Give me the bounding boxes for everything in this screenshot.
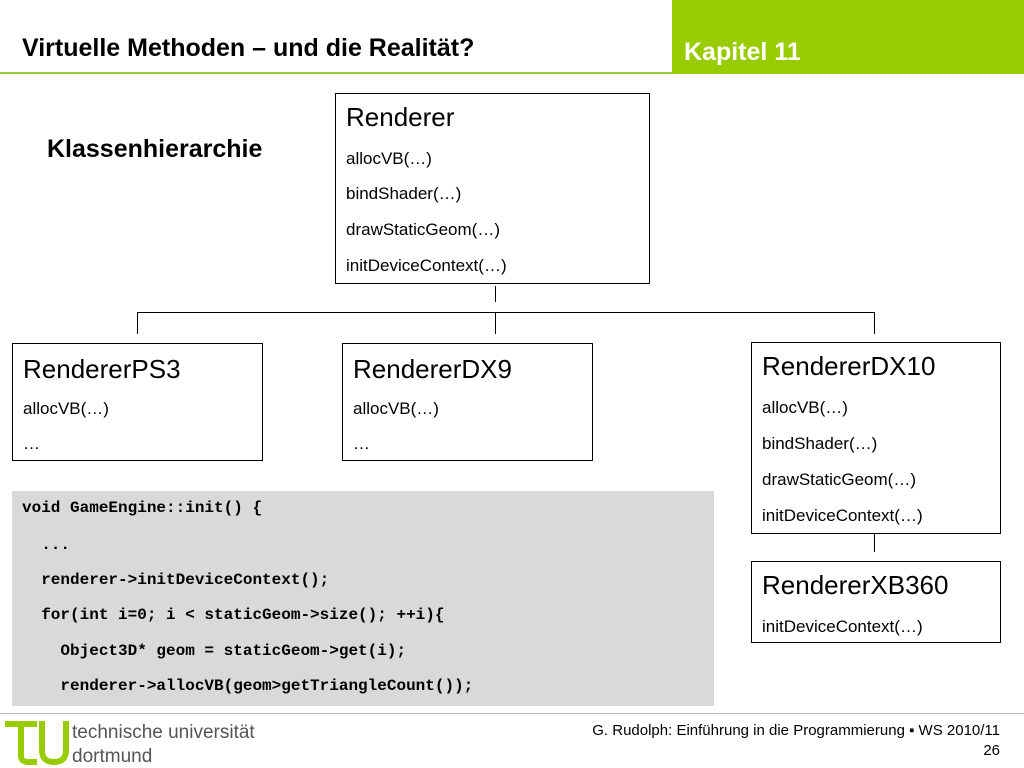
- class-name: RendererDX9: [353, 354, 512, 384]
- slide-title: Virtuelle Methoden – und die Realität?: [22, 34, 475, 62]
- connector-line: [874, 534, 875, 552]
- method-item: bindShader(…): [346, 184, 462, 203]
- code-line: renderer->allocVB(geom>getTriangleCount(…: [22, 677, 474, 695]
- class-box-rendererdx10: RendererDX10 allocVB(…) bindShader(…) dr…: [751, 342, 1001, 534]
- code-block: void GameEngine::init() { ... renderer->…: [12, 491, 714, 706]
- class-box-rendererdx9: RendererDX9 allocVB(…) …: [342, 343, 593, 461]
- code-line: for(int i=0; i < staticGeom->size(); ++i…: [22, 606, 445, 624]
- connector-line: [137, 312, 875, 313]
- page-number: 26: [983, 742, 1000, 759]
- code-line: ...: [22, 536, 71, 554]
- university-logo: technische universität dortmund: [0, 716, 300, 768]
- method-item: drawStaticGeom(…): [346, 220, 500, 239]
- class-name: RendererDX10: [762, 351, 936, 381]
- chapter-badge: Kapitel 11: [672, 0, 1024, 74]
- method-item: initDeviceContext(…): [762, 617, 923, 636]
- chapter-label: Kapitel 11: [684, 38, 801, 66]
- class-box-rendererxb360: RendererXB360 initDeviceContext(…): [751, 561, 1001, 643]
- footer-divider: [0, 713, 1024, 714]
- title-bar: Virtuelle Methoden – und die Realität?: [0, 0, 672, 72]
- university-name: technische universität: [72, 722, 255, 743]
- method-item: initDeviceContext(…): [346, 256, 507, 275]
- code-line: Object3D* geom = staticGeom->get(i);: [22, 642, 407, 660]
- footer-citation: G. Rudolph: Einführung in die Programmie…: [592, 722, 1000, 739]
- method-item: …: [353, 434, 370, 453]
- code-line: renderer->initDeviceContext();: [22, 571, 330, 589]
- class-name: RendererXB360: [762, 570, 949, 600]
- method-item: allocVB(…): [353, 399, 439, 418]
- method-item: allocVB(…): [23, 399, 109, 418]
- tu-logo-icon: [5, 721, 69, 766]
- method-item: bindShader(…): [762, 434, 878, 453]
- method-item: allocVB(…): [762, 398, 848, 417]
- class-box-rendererps3: RendererPS3 allocVB(…) …: [12, 343, 263, 461]
- connector-line: [495, 286, 496, 302]
- method-item: initDeviceContext(…): [762, 506, 923, 525]
- class-box-renderer: Renderer allocVB(…) bindShader(…) drawSt…: [335, 93, 650, 284]
- code-line: void GameEngine::init() {: [22, 499, 263, 517]
- class-name: Renderer: [346, 102, 455, 132]
- connector-line: [874, 312, 875, 334]
- connector-line: [137, 312, 138, 334]
- university-city: dortmund: [72, 746, 153, 767]
- method-item: drawStaticGeom(…): [762, 470, 916, 489]
- connector-line: [495, 312, 496, 334]
- method-item: allocVB(…): [346, 149, 432, 168]
- title-underline: [0, 72, 672, 74]
- section-heading: Klassenhierarchie: [47, 135, 263, 163]
- class-name: RendererPS3: [23, 354, 181, 384]
- method-item: …: [23, 434, 40, 453]
